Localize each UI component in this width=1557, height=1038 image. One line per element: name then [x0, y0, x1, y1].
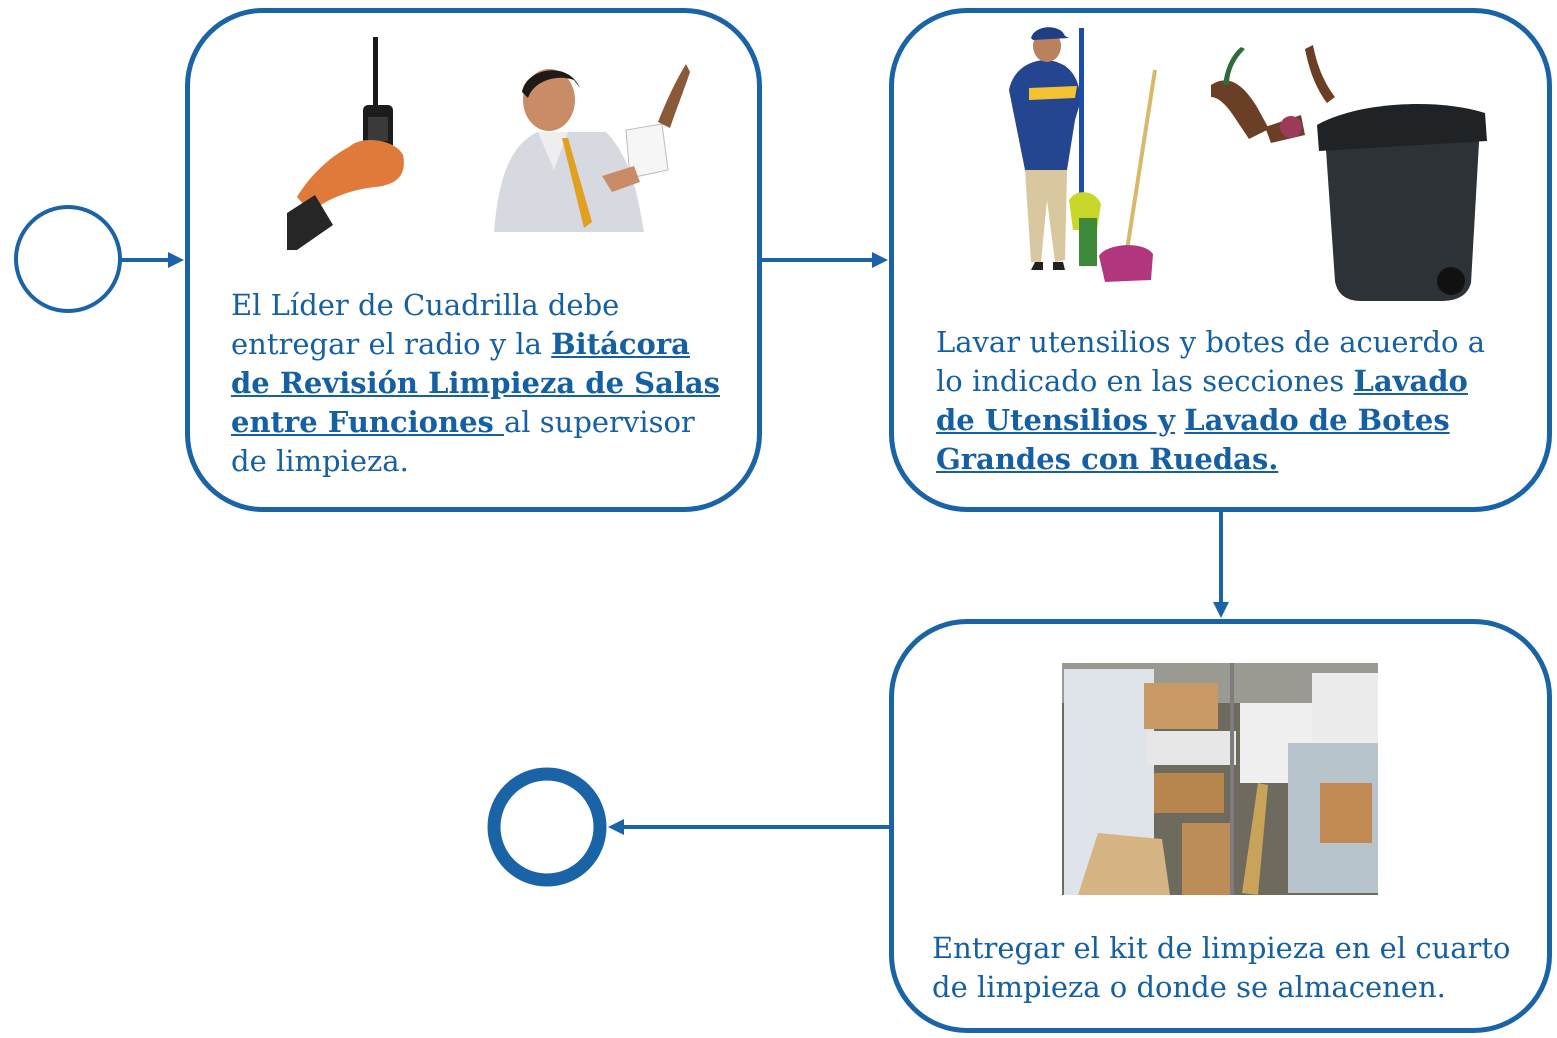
step-2-text-mid	[1175, 403, 1184, 437]
document-handoff-image	[494, 64, 690, 232]
cleaning-storage-room-image	[1062, 663, 1378, 895]
step-2-text-before: Lavar utensilios y botes de acuerdo a lo…	[936, 325, 1485, 398]
step-3-text-body: Entregar el kit de limpieza en el cuarto…	[932, 931, 1511, 1004]
radio-hand-image	[287, 37, 404, 250]
step-1-text-after: al supervisor de limpieza.	[231, 405, 695, 478]
lavado-botes-link[interactable]: Lavado de Botes Grandes con Ruedas.	[936, 403, 1450, 476]
janitor-with-tools-image	[1009, 27, 1157, 282]
lavado-utensilios-link[interactable]: Lavado de Utensilios y	[936, 364, 1468, 437]
bitacora-link[interactable]: Bitácora de Revisión Limpieza de Salas e…	[231, 327, 720, 439]
trash-bin-image	[1211, 45, 1487, 301]
step-1-text: El Líder de Cuadrilla debe entregar el r…	[231, 286, 731, 481]
step-1-box	[185, 8, 762, 512]
end-event-icon	[487, 767, 607, 887]
step-2-text: Lavar utensilios y botes de acuerdo a lo…	[936, 323, 1516, 479]
start-event-icon	[14, 205, 122, 313]
step-1-text-before: El Líder de Cuadrilla debe entregar el r…	[231, 288, 620, 361]
step-3-text: Entregar el kit de limpieza en el cuarto…	[932, 929, 1522, 1007]
